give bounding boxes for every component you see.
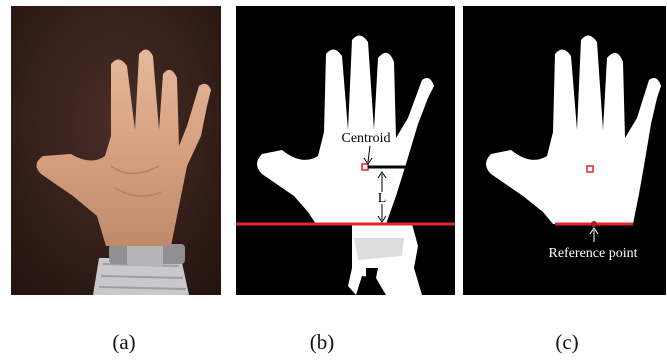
- binary-silhouette-c: Reference point: [463, 6, 666, 295]
- panel-b-centroid-silhouette: Centroid L: [236, 6, 455, 295]
- panel-c-reference-silhouette: Reference point: [463, 6, 666, 295]
- centroid-label: Centroid: [342, 131, 391, 146]
- hand-photo-image: [11, 6, 221, 295]
- distance-l-label: L: [378, 191, 387, 206]
- panel-a-hand-photo: [11, 6, 221, 295]
- caption-b: (b): [310, 330, 335, 355]
- reference-point-label: Reference point: [548, 246, 637, 261]
- binary-silhouette-b: Centroid L: [236, 6, 455, 295]
- caption-a: (a): [112, 330, 135, 355]
- reference-point-dot: [591, 221, 597, 227]
- caption-c: (c): [555, 330, 578, 355]
